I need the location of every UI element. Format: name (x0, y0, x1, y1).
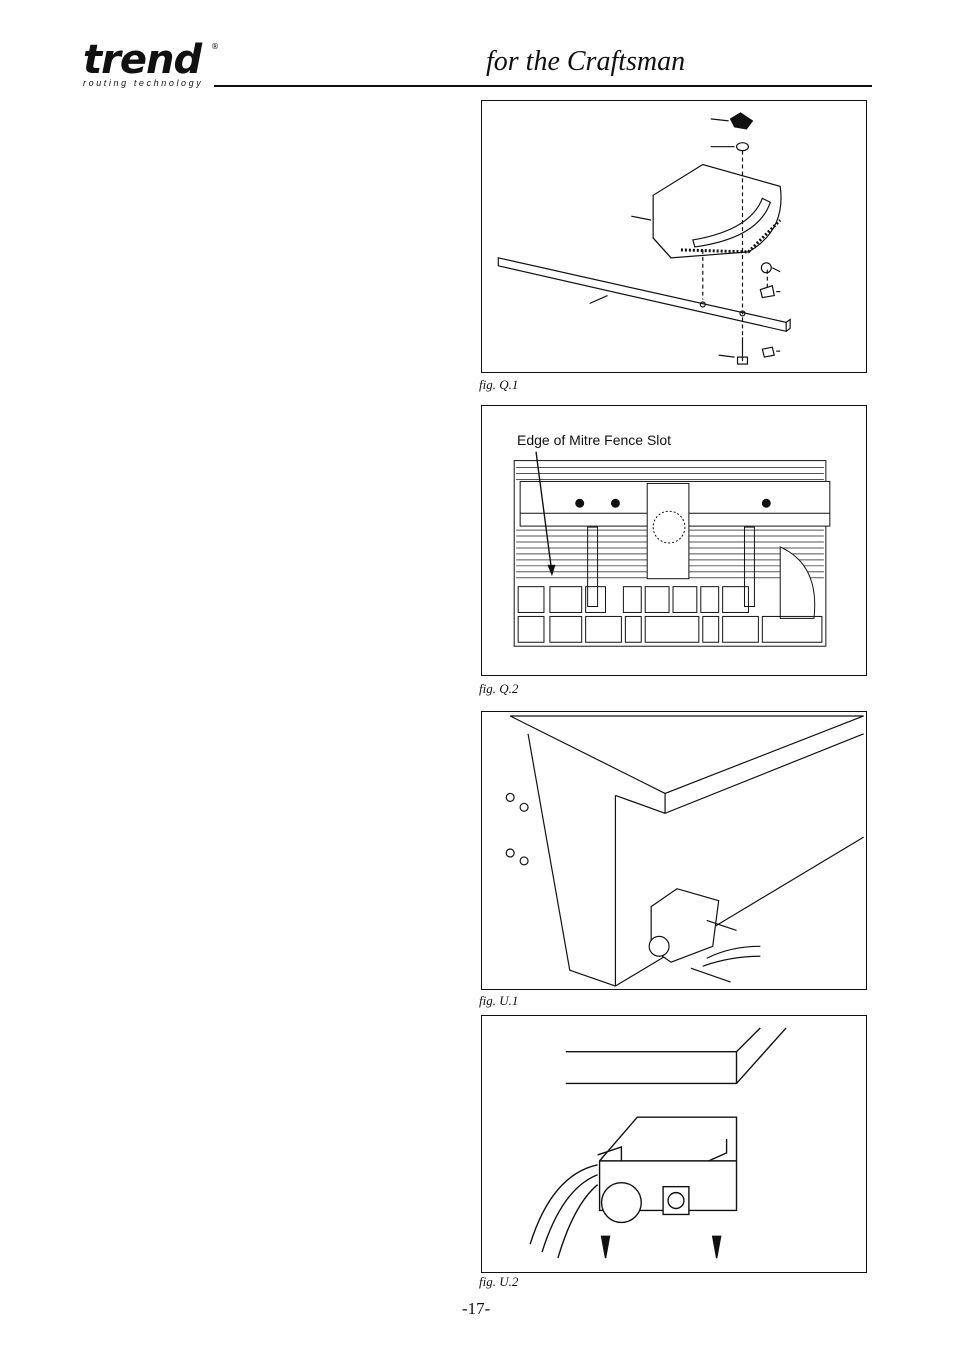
switch-mounting-drawing (505, 715, 864, 987)
caption-fig-u2: fig. U.2 (479, 1274, 519, 1289)
header-rule (214, 85, 872, 87)
registered-mark: ® (211, 42, 219, 51)
logo-tagline: routing technology (83, 78, 204, 88)
header-title: for the Craftsman (486, 46, 686, 77)
trend-logo: trend ® routing technology (83, 37, 219, 88)
page-number: -17- (462, 1299, 491, 1318)
figure-u1 (481, 711, 867, 990)
caption-fig-u1: fig. U.1 (479, 993, 519, 1008)
caption-fig-q2: fig. Q.2 (479, 681, 519, 696)
figure-u2 (481, 1015, 867, 1273)
caption-fig-q1: fig. Q.1 (479, 377, 519, 392)
figure-q2: Edge of Mitre Fence Slot (481, 405, 867, 676)
mitre-fence-exploded-drawing (497, 112, 791, 365)
logo-wordmark: trend (83, 37, 202, 83)
switch-closeup-drawing (529, 1027, 787, 1259)
figure-q1 (481, 100, 867, 373)
table-top-drawing (513, 451, 831, 647)
mitre-slot-label: Edge of Mitre Fence Slot (517, 432, 672, 448)
